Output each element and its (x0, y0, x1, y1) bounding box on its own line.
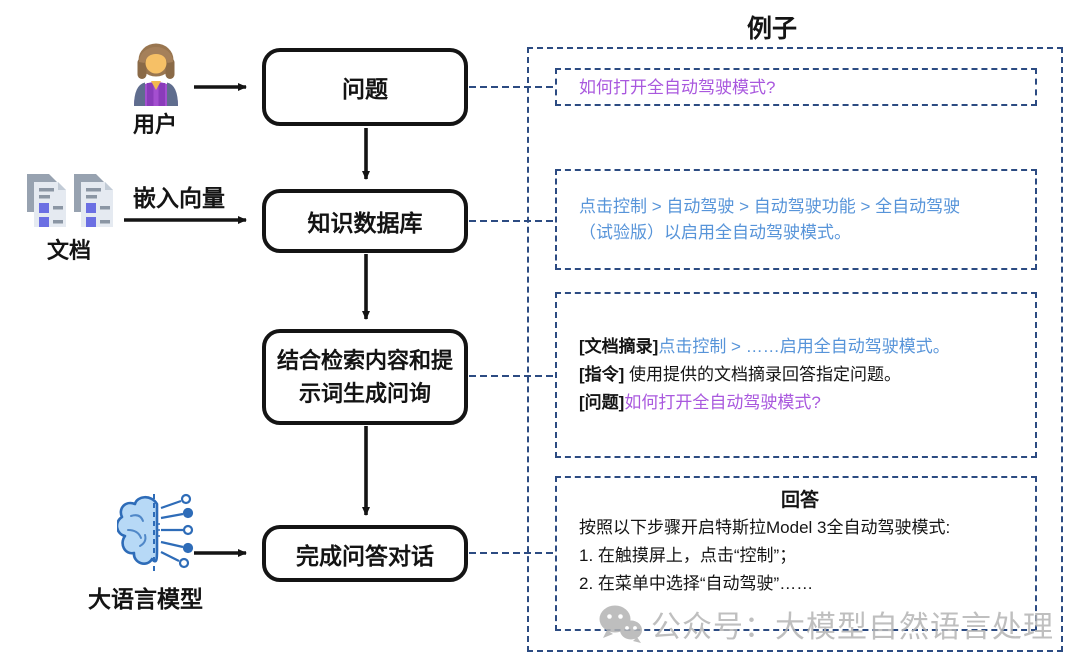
watermark: 公众号：大模型自然语言处理 (598, 602, 1054, 646)
user-avatar-shapes (134, 43, 178, 106)
example-prompt-box: [文档摘录]点击控制 > ……启用全自动驾驶模式。 [指令] 使用提供的文档摘录… (555, 292, 1037, 458)
node-answer-dialog: 完成问答对话 (262, 525, 468, 582)
watermark-text: 公众号：大模型自然语言处理 (651, 611, 1054, 644)
example-panel-border (527, 47, 1063, 652)
prompt-question-line: [问题]如何打开全自动驾驶模式? (579, 389, 1021, 417)
retrieval-line-1: 点击控制 > 自动驾驶 > 自动驾驶功能 > 全自动驾驶 (579, 196, 961, 216)
wechat-eyes (607, 614, 637, 630)
example-question-text: 如何打开全自动驾驶模式? (579, 77, 776, 97)
document-sheet (27, 174, 66, 227)
answer-line-3: 2. 在菜单中选择“自动驾驶”…… (579, 574, 814, 593)
circuit-nodes (157, 493, 194, 569)
node-knowledge-db: 知识数据库 (262, 189, 468, 253)
document-sheet (74, 174, 113, 227)
example-retrieval-box: 点击控制 > 自动驾驶 > 自动驾驶功能 > 全自动驾驶 （试验版）以启用全自动… (555, 169, 1037, 270)
embed-vector-label: 嵌入向量 (133, 185, 225, 211)
prompt-inst-label: [指令] (579, 365, 625, 384)
llm-brain-icon (117, 493, 194, 572)
prompt-doc-label: [文档摘录] (579, 337, 659, 356)
prompt-doc-text: 点击控制 > ……启用全自动驾驶模式。 (658, 337, 950, 356)
example-answer-box: 回答 按照以下步骤开启特斯拉Model 3全自动驾驶模式: 1. 在触摸屏上，点… (555, 476, 1037, 631)
user-avatar-icon (134, 43, 178, 106)
brain-half (117, 495, 159, 565)
node-question: 问题 (262, 48, 468, 126)
docs-label: 文档 (47, 238, 92, 263)
wechat-bubbles (599, 605, 642, 643)
retrieval-line-2: （试验版）以启用全自动驾驶模式。 (579, 222, 851, 242)
answer-line-1: 按照以下步骤开启特斯拉Model 3全自动驾驶模式: (579, 518, 951, 537)
answer-line-2: 1. 在触摸屏上，点击“控制”； (579, 546, 797, 565)
user-label: 用户 (133, 112, 178, 137)
example-question-box: 如何打开全自动驾驶模式? (555, 68, 1037, 106)
example-panel-title: 例子 (746, 15, 797, 43)
prompt-q-label: [问题] (579, 393, 625, 412)
answer-title: 回答 (780, 490, 819, 511)
documents-icon (27, 174, 113, 227)
prompt-inst-text: 使用提供的文档摘录回答指定问题。 (624, 365, 902, 384)
wechat-icon (599, 605, 642, 643)
prompt-doc-line: [文档摘录]点击控制 > ……启用全自动驾驶模式。 (579, 333, 1021, 361)
prompt-inst-line: [指令] 使用提供的文档摘录回答指定问题。 (579, 361, 1021, 389)
llm-label: 大语言模型 (88, 586, 203, 612)
node-build-prompt: 结合检索内容和提示词生成问询 (262, 329, 468, 425)
prompt-q-text: 如何打开全自动驾驶模式? (624, 393, 821, 412)
